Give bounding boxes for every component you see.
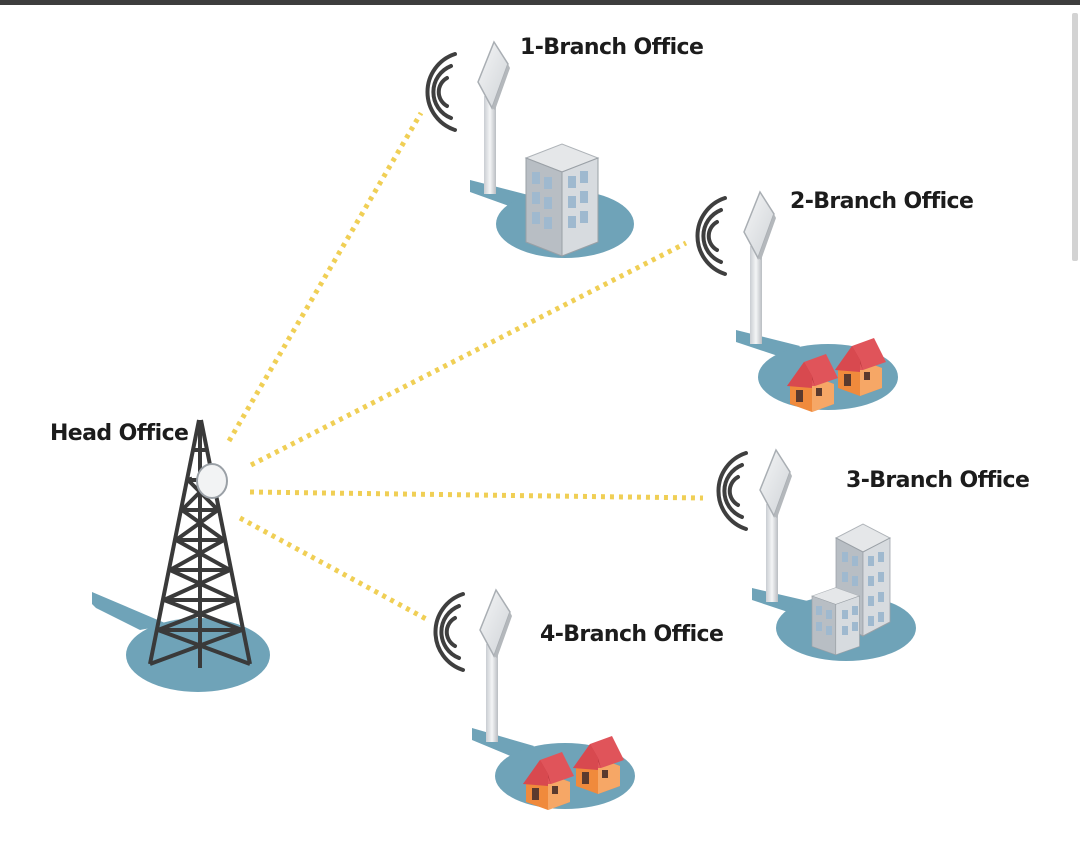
wireless-links: [226, 111, 704, 623]
branch-1-label: 1-Branch Office: [520, 35, 703, 60]
branch-1-node: 1-Branch Office: [425, 35, 704, 258]
link-to-branch-1: [226, 111, 424, 443]
branch-2-label: 2-Branch Office: [790, 189, 973, 214]
window-top-bar: [0, 0, 1080, 5]
radio-tower-icon: [148, 419, 252, 668]
head-office-label: Head Office: [50, 421, 188, 446]
building-windows: [532, 171, 588, 229]
wifi-signal-icon: [425, 52, 457, 132]
link-to-branch-4: [238, 515, 430, 623]
wifi-signal-icon: [695, 196, 727, 276]
branch-3-node: 3-Branch Office: [716, 449, 1030, 661]
wifi-signal-icon: [433, 592, 465, 672]
panel-antenna-icon: [759, 449, 793, 603]
panel-antenna-icon: [477, 41, 511, 195]
branch-3-label: 3-Branch Office: [846, 468, 1029, 493]
branch-4-node: 4-Branch Office: [433, 589, 724, 810]
scrollbar[interactable]: [1070, 5, 1080, 851]
scrollbar-thumb[interactable]: [1072, 13, 1078, 261]
head-office-node: Head Office: [50, 419, 270, 692]
panel-antenna-icon: [743, 191, 777, 345]
panel-antenna-icon: [479, 589, 513, 743]
building-windows: [816, 552, 884, 635]
ground-pad: [92, 592, 172, 630]
link-to-branch-3: [249, 489, 704, 501]
wifi-signal-icon: [716, 451, 748, 531]
branch-2-node: 2-Branch Office: [695, 189, 974, 412]
dish-antenna-icon: [196, 463, 228, 499]
link-to-branch-2: [249, 240, 688, 468]
branch-4-label: 4-Branch Office: [540, 622, 723, 647]
